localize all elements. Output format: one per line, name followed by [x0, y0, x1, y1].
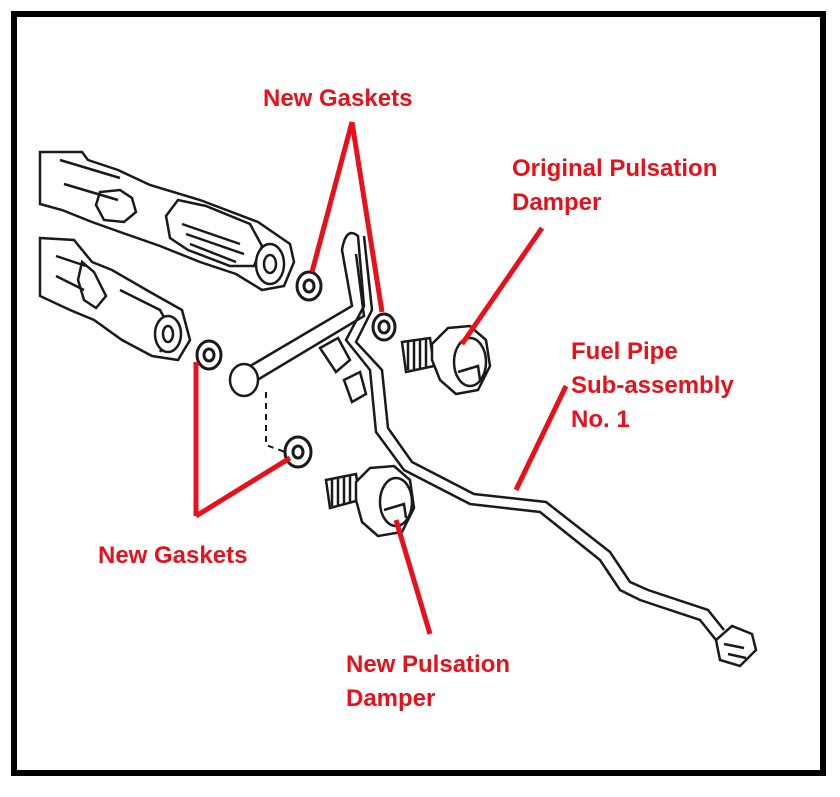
frame — [11, 11, 826, 776]
label-new-damper-line1: New Pulsation — [346, 651, 511, 678]
label-original-damper-line1: Original Pulsation — [512, 155, 718, 182]
label-new-damper-line2: Damper — [346, 685, 436, 712]
label-fuel-pipe-line1: Fuel Pipe — [571, 338, 678, 365]
leader-original-damper — [459, 226, 545, 346]
gaskets — [195, 270, 397, 469]
leader-new-gaskets-top-right — [349, 121, 385, 313]
leader-new-damper — [393, 519, 433, 635]
leader-fuel-pipe — [513, 384, 569, 492]
alignment-dashed-line — [265, 392, 286, 453]
leader-new-gaskets-top-left — [309, 121, 355, 273]
upper-fuel-rail — [38, 150, 296, 292]
leader-new-gaskets-bottom-right — [194, 455, 292, 519]
label-fuel-pipe-line2: Sub-assembly — [571, 372, 734, 399]
fuel-pipe — [228, 231, 758, 668]
label-new-gaskets-bottom: New Gaskets — [98, 542, 248, 569]
label-new-gaskets-top: New Gaskets — [263, 85, 413, 112]
leader-lines — [193, 121, 569, 635]
new-pulsation-damper — [324, 464, 416, 538]
label-fuel-pipe-line3: No. 1 — [571, 406, 630, 433]
label-original-damper-line2: Damper — [512, 189, 602, 216]
lower-fuel-rail — [38, 236, 192, 362]
original-pulsation-damper — [400, 324, 492, 396]
